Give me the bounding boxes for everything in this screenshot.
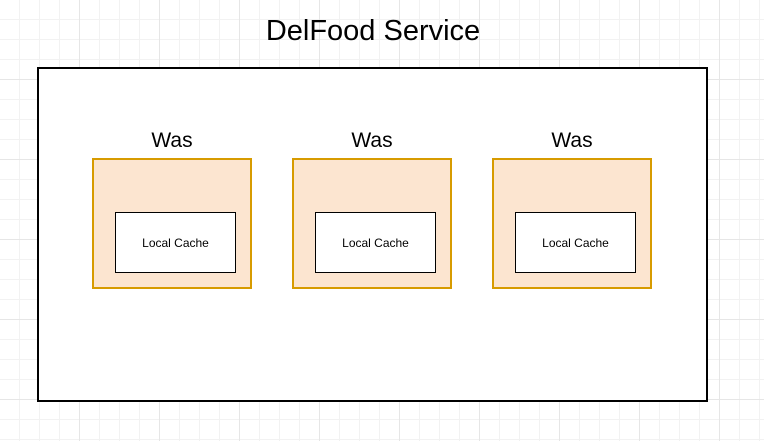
local-cache-label: Local Cache [342, 235, 409, 250]
page-title: DelFood Service [265, 15, 481, 47]
was-node-box[interactable]: Local Cache [292, 158, 452, 289]
local-cache-box[interactable]: Local Cache [115, 212, 236, 273]
local-cache-box[interactable]: Local Cache [515, 212, 636, 273]
was-node-box[interactable]: Local Cache [92, 158, 252, 289]
local-cache-box[interactable]: Local Cache [315, 212, 436, 273]
local-cache-label: Local Cache [142, 235, 209, 250]
local-cache-label: Local Cache [542, 235, 609, 250]
node-label: Was [551, 129, 593, 152]
was-node-box[interactable]: Local Cache [492, 158, 652, 289]
node-label: Was [151, 129, 193, 152]
node-label: Was [351, 129, 393, 152]
